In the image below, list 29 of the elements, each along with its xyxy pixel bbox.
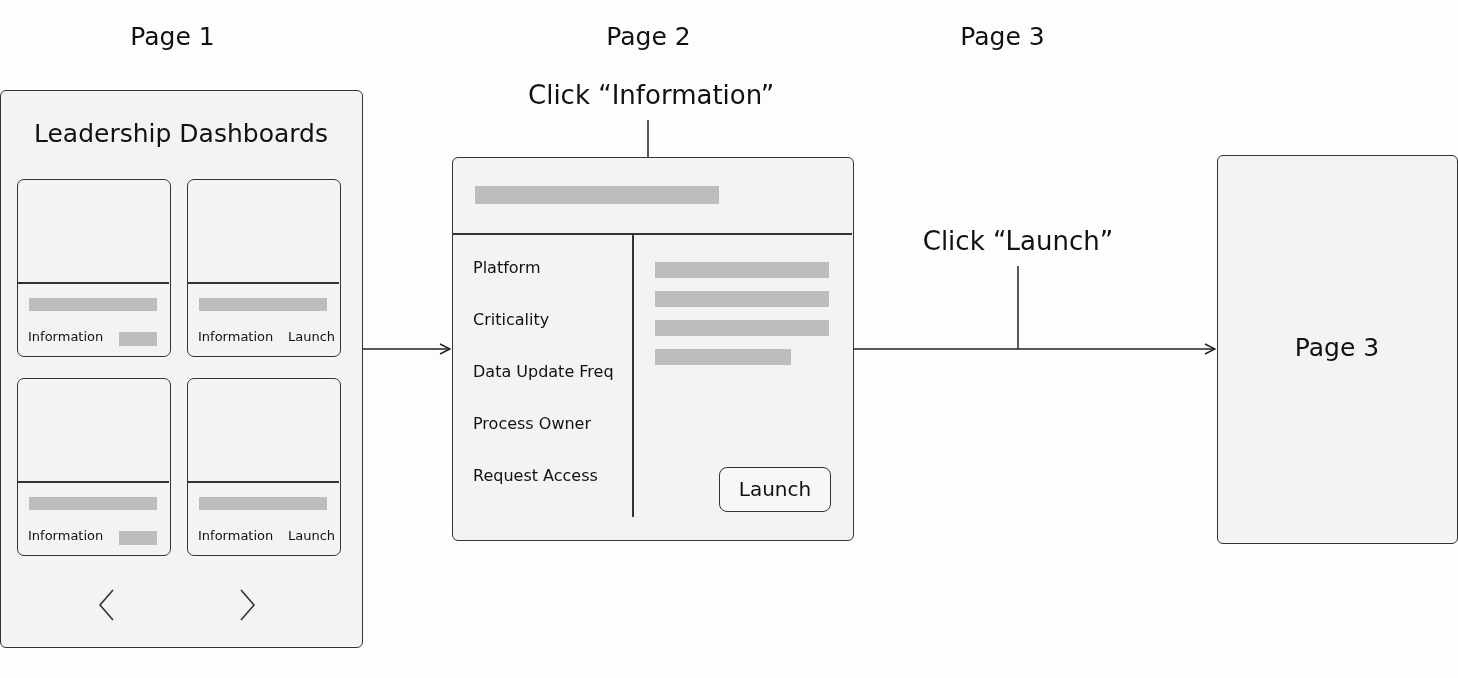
dashboard-card	[187, 179, 341, 357]
dashboard-card	[17, 179, 171, 357]
link-text: Information	[198, 528, 274, 543]
field-label: Request Access	[473, 466, 598, 485]
page-panel	[0, 90, 363, 648]
link-text: Launch	[288, 329, 336, 344]
field-label: Data Update Freq	[473, 362, 614, 381]
arrow	[853, 343, 1216, 355]
link-text: Information	[28, 528, 104, 543]
dashboard-card	[17, 378, 171, 556]
launch-button: Launch	[719, 467, 831, 512]
field-label: Criticality	[473, 310, 550, 329]
field-label: Process Owner	[473, 414, 592, 433]
arrow	[362, 343, 451, 355]
details-panel	[452, 157, 854, 541]
link-text: Launch	[288, 528, 336, 543]
panel-heading: Leadership Dashboards	[33, 119, 329, 148]
page-label: Page 2	[605, 22, 692, 51]
page-label: Page 1	[129, 22, 216, 51]
link-text: Information	[28, 329, 104, 344]
page-title: Page 3	[1293, 332, 1381, 362]
field-label: Platform	[473, 258, 541, 277]
dashboard-card	[187, 378, 341, 556]
page-label: Page 3	[959, 22, 1046, 51]
link-text: Information	[198, 329, 274, 344]
page-panel	[1217, 155, 1458, 544]
leader-line	[1017, 265, 1019, 350]
leader-line	[647, 119, 649, 158]
annotation-text: Click “Launch”	[898, 226, 1138, 262]
